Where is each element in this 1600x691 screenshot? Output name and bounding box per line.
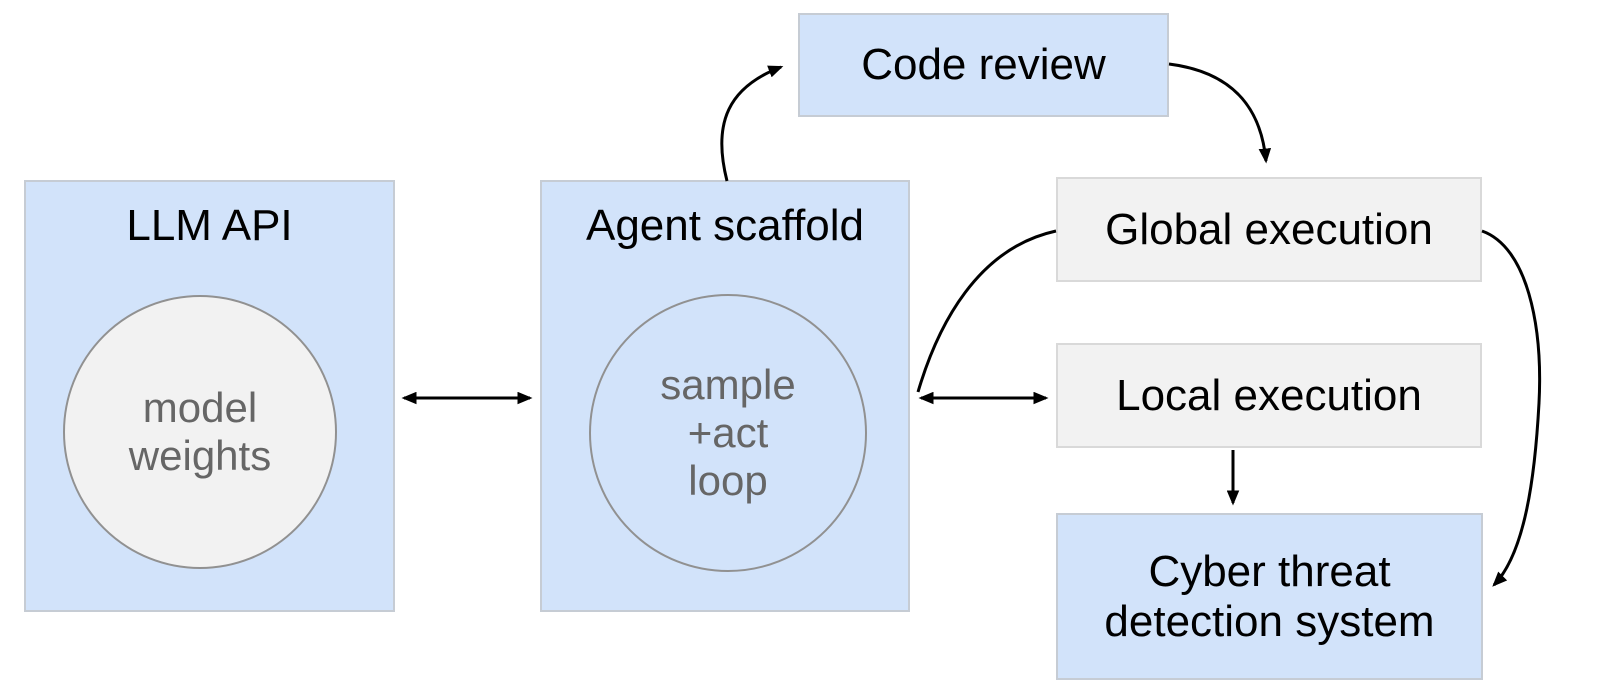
- node-llm-api: LLM API model weights: [24, 180, 395, 612]
- node-agent-scaffold: Agent scaffold sample +act loop: [540, 180, 910, 612]
- sample-act-loop-circle: sample +act loop: [589, 294, 867, 572]
- edge-global-execution-agent-scaffold: [916, 229, 1057, 393]
- cyber-threat-line1: Cyber threat: [1148, 546, 1391, 596]
- model-weights-line1: model: [142, 384, 258, 431]
- node-local-execution: Local execution: [1056, 343, 1482, 448]
- code-review-label: Code review: [861, 40, 1106, 89]
- model-weights-circle: model weights: [63, 295, 337, 569]
- node-global-execution: Global execution: [1056, 177, 1482, 282]
- node-cyber-threat-detection: Cyber threat detection system: [1056, 513, 1483, 680]
- edge-agent-scaffold-code-review: [720, 65, 784, 182]
- agent-scaffold-title: Agent scaffold: [585, 201, 865, 250]
- edge-code-review-global-execution: [1168, 62, 1272, 164]
- model-weights-line2: weights: [128, 432, 272, 479]
- local-execution-label: Local execution: [1116, 370, 1422, 420]
- llm-api-title: LLM API: [126, 201, 293, 250]
- node-code-review: Code review: [798, 13, 1169, 117]
- edge-global-execution-cyber-threat: [1481, 229, 1542, 587]
- sample-act-loop-line3: loop: [688, 457, 768, 504]
- sample-act-loop-line1: sample: [660, 361, 796, 408]
- cyber-threat-line2: detection system: [1104, 596, 1435, 646]
- sample-act-loop-line2: +act: [687, 409, 769, 456]
- global-execution-label: Global execution: [1105, 204, 1433, 254]
